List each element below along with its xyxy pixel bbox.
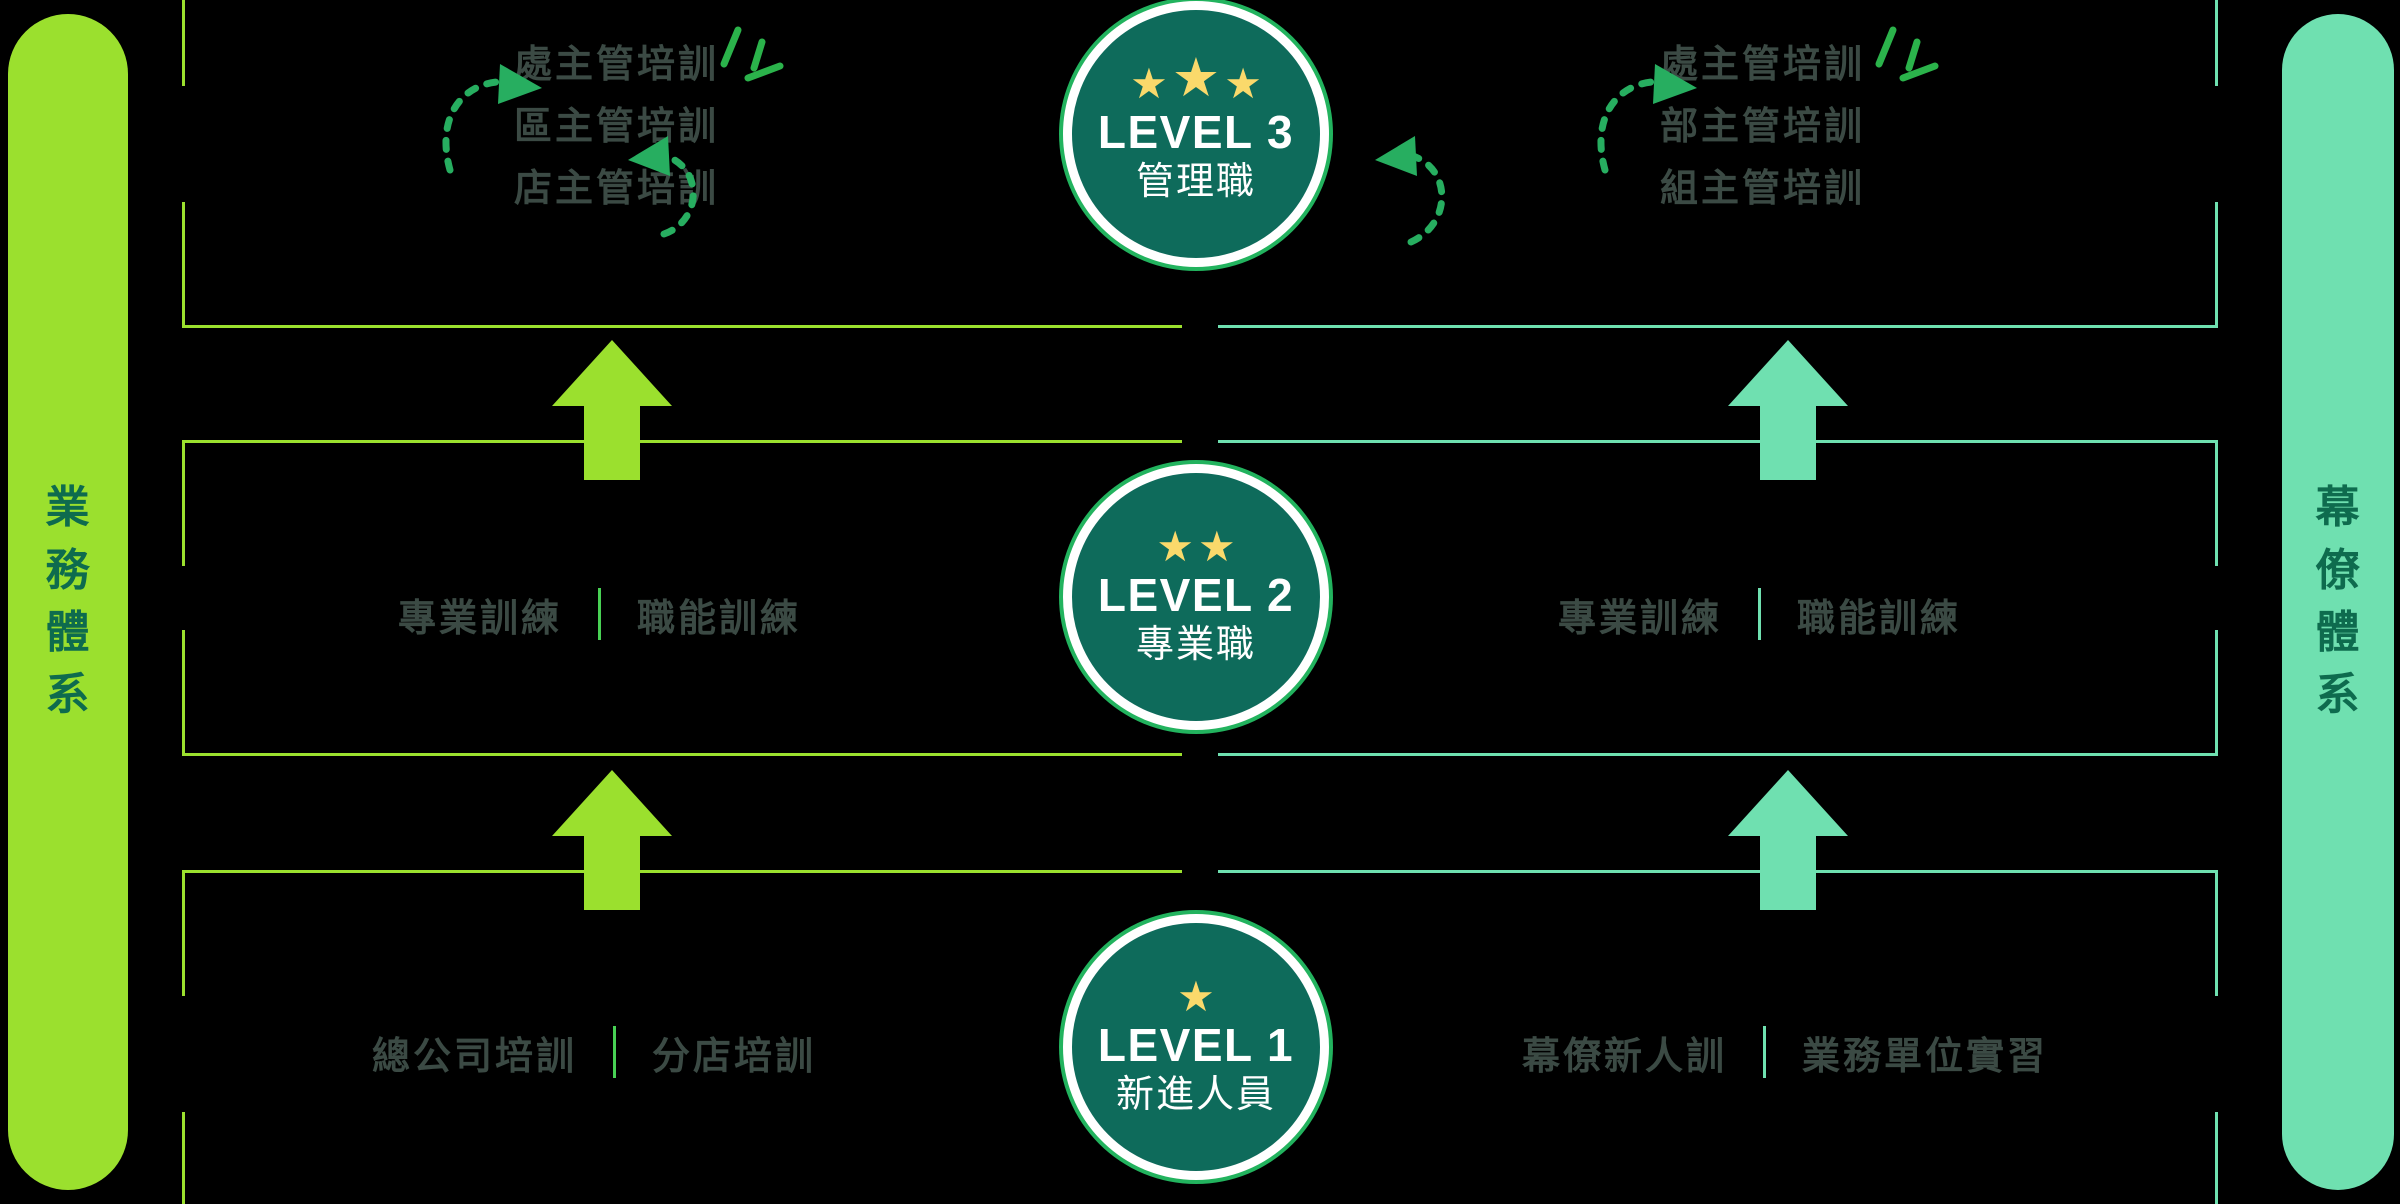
training-item-label: 部主管培訓 bbox=[1660, 106, 1866, 148]
list-item: 處主管培訓 bbox=[514, 34, 719, 96]
training-item-label: 組主管培訓 bbox=[1660, 168, 1866, 210]
item-divider bbox=[613, 1026, 617, 1078]
badge-stars: ★ ★ bbox=[1156, 522, 1236, 570]
pill-char: 系 bbox=[2315, 670, 2361, 720]
training-item-label: 處主管培訓 bbox=[1660, 44, 1866, 86]
sidebar-track-staff: 幕 僚 體 系 bbox=[2282, 14, 2394, 1190]
tier-level-2-right-box bbox=[1218, 440, 2218, 756]
tier-level-2-left-box bbox=[182, 440, 1182, 756]
training-item-label: 店主管培訓 bbox=[514, 168, 720, 210]
box-edge-bottom bbox=[1218, 753, 2218, 756]
up-arrow-icon bbox=[1728, 770, 1848, 910]
arrow-left-l1-to-l2 bbox=[552, 770, 672, 910]
badge-level-label: LEVEL 1 bbox=[1097, 1018, 1295, 1071]
up-arrow-icon bbox=[1728, 340, 1848, 480]
tier-level-3-right-box bbox=[1218, 0, 2218, 328]
box-edge-right-lower bbox=[2215, 202, 2218, 328]
box-edge-top bbox=[182, 870, 1182, 873]
training-item-label: 專業訓練 bbox=[1558, 597, 1723, 640]
pill-char: 業 bbox=[45, 483, 91, 533]
box-edge-left-lower bbox=[182, 630, 185, 756]
box-edge-bottom bbox=[182, 325, 1182, 328]
box-edge-right-lower bbox=[2215, 630, 2218, 756]
tier-level-1-right-box bbox=[1218, 870, 2218, 1204]
badge-level-1[interactable]: ★ LEVEL 1 新進人員 bbox=[1063, 914, 1329, 1180]
training-item-label: 處主管培訓 bbox=[514, 44, 720, 86]
star-icon: ★ bbox=[1156, 522, 1194, 570]
box-edge-top bbox=[1218, 870, 2218, 873]
box-edge-right-upper bbox=[2215, 870, 2218, 996]
badge-stars: ★ ★ ★ bbox=[1130, 51, 1262, 107]
badge-sub-label: 新進人員 bbox=[1115, 1074, 1276, 1117]
tier-level-3-left-items: 處主管培訓 區主管培訓 店主管培訓 bbox=[514, 34, 719, 220]
box-edge-bottom bbox=[1218, 325, 2218, 328]
training-item-label: 總公司培訓 bbox=[372, 1035, 578, 1078]
arrow-left-l2-to-l3 bbox=[552, 340, 672, 480]
list-item: 店主管培訓 bbox=[514, 158, 719, 220]
pill-char: 體 bbox=[2315, 608, 2361, 657]
star-icon: ★ bbox=[1171, 47, 1221, 108]
star-icon: ★ bbox=[1130, 59, 1168, 107]
item-divider bbox=[1758, 588, 1762, 640]
up-arrow-icon bbox=[552, 770, 672, 910]
tier-level-1-left-box bbox=[182, 870, 1182, 1204]
box-edge-right-upper bbox=[2215, 0, 2218, 86]
star-icon: ★ bbox=[1198, 522, 1236, 570]
star-icon: ★ bbox=[1177, 972, 1215, 1020]
tier-level-1-left-items: 總公司培訓 分店培訓 bbox=[372, 1012, 816, 1092]
badge-level-label: LEVEL 2 bbox=[1097, 568, 1295, 621]
badge-sub-label: 專業職 bbox=[1135, 624, 1256, 667]
badge-level-label: LEVEL 3 bbox=[1097, 105, 1295, 158]
training-item-label: 職能訓練 bbox=[1797, 597, 1962, 640]
badge-stars: ★ bbox=[1177, 972, 1215, 1020]
badge-sub-label: 管理職 bbox=[1135, 161, 1256, 204]
box-edge-bottom bbox=[182, 753, 1182, 756]
training-item-label: 專業訓練 bbox=[398, 597, 563, 640]
box-edge-left-lower bbox=[182, 202, 185, 328]
item-divider bbox=[598, 588, 602, 640]
badge-level-3[interactable]: ★ ★ ★ LEVEL 3 管理職 bbox=[1063, 1, 1329, 267]
pill-char: 幕 bbox=[2315, 483, 2361, 533]
up-arrow-icon bbox=[552, 340, 672, 480]
box-edge-top bbox=[182, 440, 1182, 443]
sidebar-track-sales: 業 務 體 系 bbox=[8, 14, 128, 1190]
box-edge-left-lower bbox=[182, 1112, 185, 1204]
arrow-right-l1-to-l2 bbox=[1728, 770, 1848, 910]
list-item: 部主管培訓 bbox=[1660, 96, 1865, 158]
star-icon: ★ bbox=[1224, 59, 1262, 107]
pill-char: 務 bbox=[45, 545, 91, 595]
box-edge-left-upper bbox=[182, 870, 185, 996]
training-item-label: 業務單位實習 bbox=[1802, 1035, 2049, 1078]
training-item-label: 分店培訓 bbox=[652, 1035, 817, 1078]
pill-char: 僚 bbox=[2315, 545, 2361, 595]
training-item-label: 區主管培訓 bbox=[514, 106, 720, 148]
tier-level-3-right-items: 處主管培訓 部主管培訓 組主管培訓 bbox=[1660, 34, 1865, 220]
tier-level-3-left-box bbox=[182, 0, 1182, 328]
tier-level-2-right-items: 專業訓練 職能訓練 bbox=[1558, 574, 1961, 654]
pill-char: 體 bbox=[45, 608, 91, 657]
box-edge-left-upper bbox=[182, 0, 185, 86]
tier-level-2-left-items: 專業訓練 職能訓練 bbox=[398, 574, 801, 654]
tier-level-1-right-items: 幕僚新人訓 業務單位實習 bbox=[1522, 1012, 2048, 1092]
box-edge-right-lower bbox=[2215, 1112, 2218, 1204]
list-item: 處主管培訓 bbox=[1660, 34, 1865, 96]
list-item: 區主管培訓 bbox=[514, 96, 719, 158]
training-item-label: 職能訓練 bbox=[637, 597, 802, 640]
box-edge-left-upper bbox=[182, 440, 185, 566]
item-divider bbox=[1763, 1026, 1767, 1078]
badge-level-2[interactable]: ★ ★ LEVEL 2 專業職 bbox=[1063, 464, 1329, 730]
training-item-label: 幕僚新人訓 bbox=[1522, 1035, 1728, 1078]
arrow-right-l2-to-l3 bbox=[1728, 340, 1848, 480]
box-edge-right-upper bbox=[2215, 440, 2218, 566]
pill-char: 系 bbox=[45, 670, 91, 720]
list-item: 組主管培訓 bbox=[1660, 158, 1865, 220]
box-edge-top bbox=[1218, 440, 2218, 443]
